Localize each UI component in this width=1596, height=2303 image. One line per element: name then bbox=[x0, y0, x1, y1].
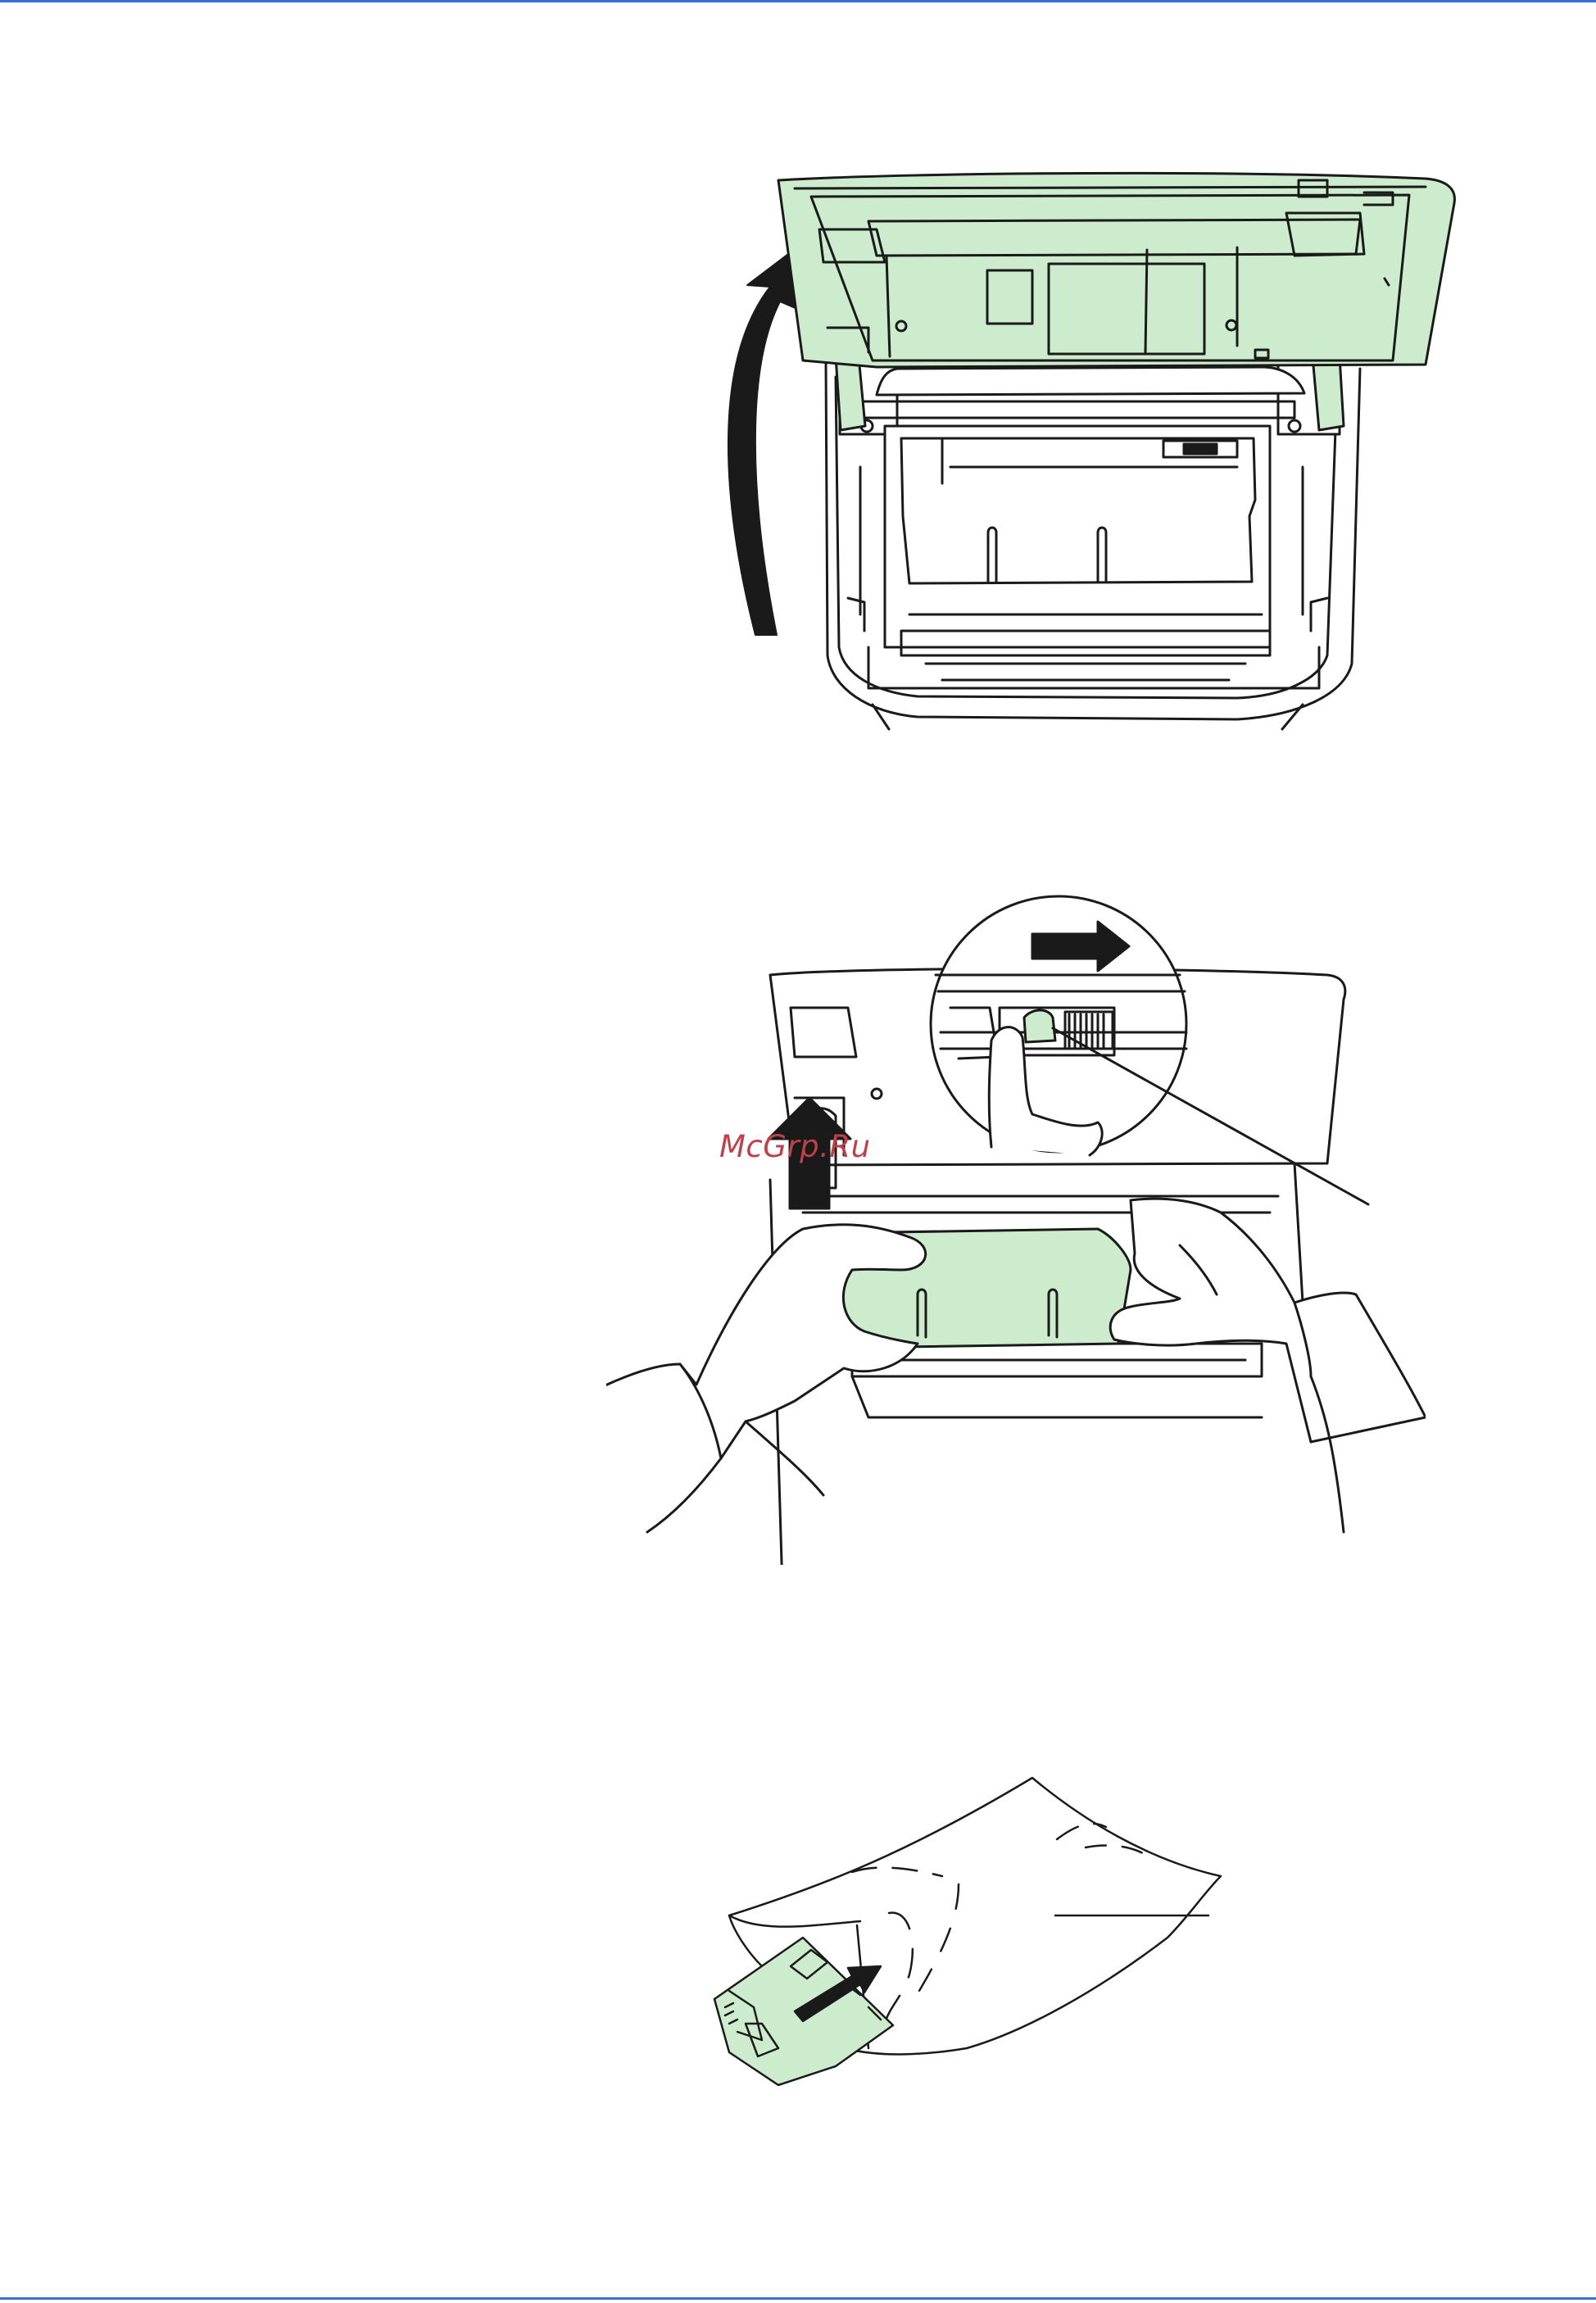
watermark-text: McGrp.Ru bbox=[719, 1129, 871, 1164]
left-hinge bbox=[836, 356, 865, 430]
figure-remove-developer-unit bbox=[606, 885, 1426, 1565]
top-rule bbox=[0, 0, 1596, 2]
figure-open-top-cover bbox=[672, 156, 1458, 746]
printer-body bbox=[826, 354, 1360, 729]
right-hinge bbox=[1313, 356, 1344, 430]
lock-lever bbox=[1024, 1010, 1055, 1042]
curved-up-arrow-icon bbox=[728, 244, 803, 635]
top-cover bbox=[778, 173, 1454, 367]
figure-bag-developer-unit bbox=[713, 1761, 1237, 2122]
right-hand bbox=[1110, 1199, 1426, 1532]
bottom-rule bbox=[0, 2297, 1596, 2300]
